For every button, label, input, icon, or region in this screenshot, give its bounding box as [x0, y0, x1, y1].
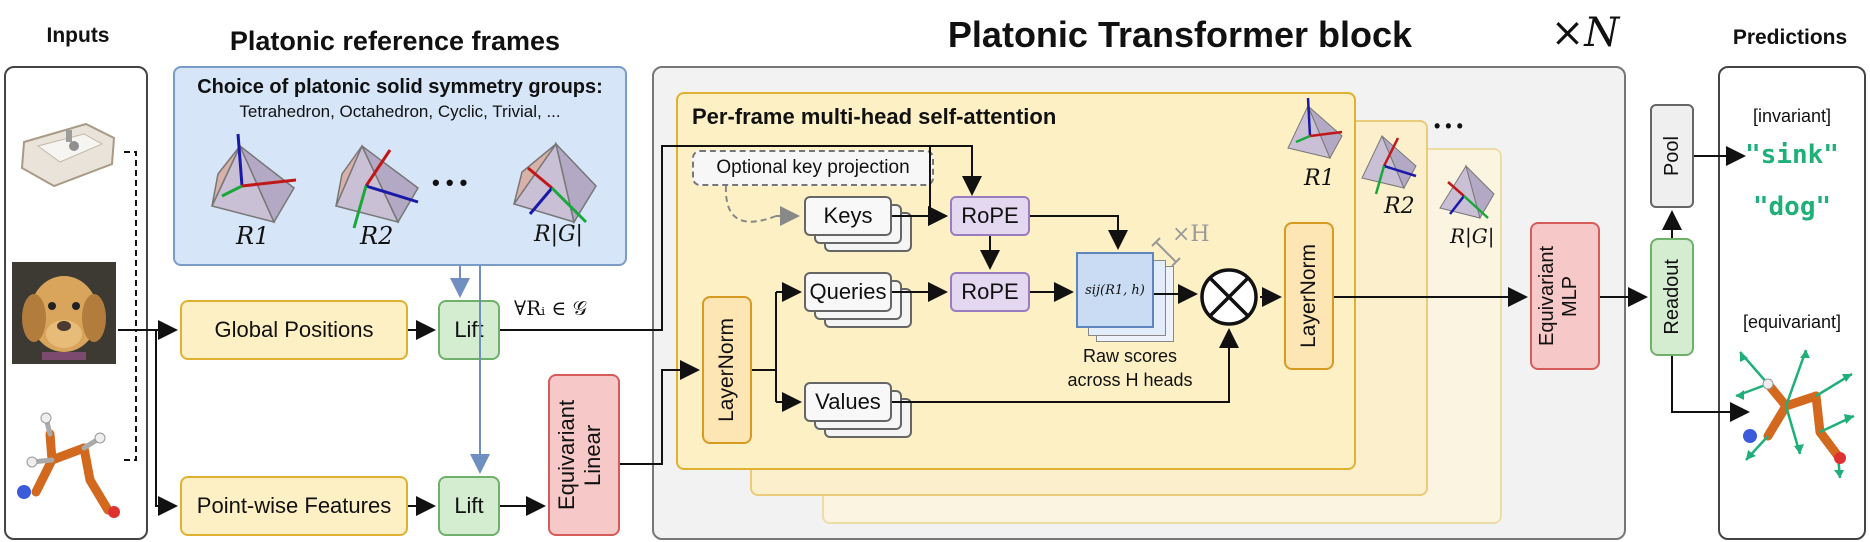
rope-top-box: RoPE — [950, 196, 1030, 236]
forall-label: ∀Rᵢ ∈ 𝒢 — [514, 296, 587, 320]
frames-subheading: Tetrahedron, Octahedron, Cyclic, Trivial… — [239, 102, 561, 121]
readout-box: Readout — [1650, 238, 1694, 356]
sink-image — [20, 122, 116, 188]
prediction-sink: "sink" — [1745, 140, 1839, 170]
equivariant-linear-box: Equivariant Linear — [548, 374, 620, 536]
molecule-image — [17, 412, 120, 518]
frame-rg-icon — [512, 141, 597, 224]
keys-box: Keys — [804, 196, 892, 236]
predictions-title: Predictions — [1732, 26, 1848, 49]
scores-box: sij(R1, h) — [1076, 252, 1154, 328]
frames-title: Platonic reference frames — [229, 26, 561, 56]
lift-top-box: Lift — [438, 300, 500, 360]
layernorm-right-box: LayerNorm — [1284, 222, 1334, 370]
raw-scores-label-2: across H heads — [1067, 370, 1193, 390]
frames-ellipsis: • • • — [432, 170, 468, 195]
multiply-icon — [1200, 268, 1258, 326]
equivariant-molecule-image — [1735, 349, 1855, 479]
pool-box: Pool — [1650, 104, 1694, 208]
frame-label-rg: R|G| — [534, 222, 583, 247]
inputs-panel — [4, 66, 148, 540]
stack-label-r1: R1 — [1304, 166, 1335, 191]
times-h-label: ×H — [1172, 222, 1210, 247]
queries-box: Queries — [804, 272, 892, 312]
frame-r2-icon — [334, 144, 419, 229]
stack-frame-rg-icon — [1439, 164, 1495, 220]
global-positions-box: Global Positions — [180, 300, 408, 360]
prediction-dog: "dog" — [1752, 192, 1832, 222]
layernorm-left-box: LayerNorm — [702, 296, 752, 444]
inputs-title: Inputs — [46, 24, 110, 47]
values-box: Values — [804, 382, 892, 422]
dog-image — [12, 262, 116, 364]
stack-label-rg: R|G| — [1450, 224, 1495, 248]
attention-title: Per-frame multi-head self-attention — [692, 104, 1057, 129]
predictions-panel — [1718, 66, 1866, 540]
optional-key-projection-box: Optional key projection — [692, 150, 934, 186]
stack-dots: • • • — [1434, 116, 1463, 136]
frame-label-r2: R2 — [360, 222, 394, 250]
repeat-label: ×N — [1550, 10, 1620, 56]
frame-r1-icon — [210, 133, 297, 224]
equivariant-mlp-box: Equivariant MLP — [1530, 222, 1600, 370]
block-title: Platonic Transformer block — [947, 14, 1413, 55]
lift-bottom-box: Lift — [438, 476, 500, 536]
stack-frame-r2-icon — [1361, 134, 1417, 195]
stack-label-r2: R2 — [1384, 194, 1415, 219]
equivariant-label: [equivariant] — [1742, 312, 1842, 332]
invariant-label: [invariant] — [1752, 106, 1832, 126]
frame-label-r1: R1 — [236, 222, 270, 250]
frames-heading: Choice of platonic solid symmetry groups… — [197, 76, 603, 98]
raw-scores-label-1: Raw scores — [1082, 346, 1178, 366]
pointwise-features-box: Point-wise Features — [180, 476, 408, 536]
rope-bottom-box: RoPE — [950, 272, 1030, 312]
stack-frame-r1-icon — [1287, 97, 1343, 160]
